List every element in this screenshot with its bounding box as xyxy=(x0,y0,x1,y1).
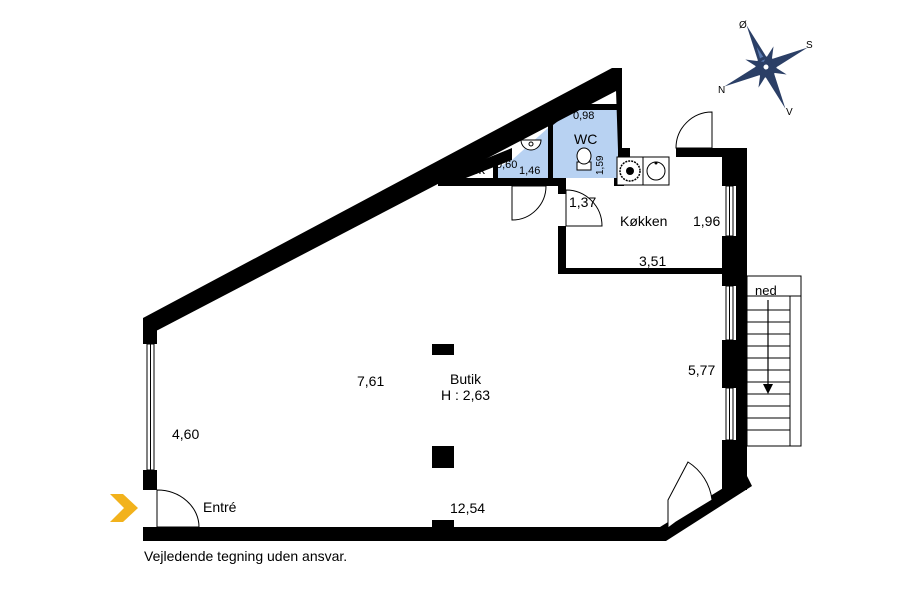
left-window xyxy=(146,343,155,471)
room-label-butik: Butik xyxy=(450,371,482,387)
compass-east-label: Ø xyxy=(739,20,747,31)
entry-arrow-icon xyxy=(110,494,138,522)
staircase xyxy=(746,275,802,447)
stairs-label-ned: ned xyxy=(755,283,777,298)
wc-sink-icon xyxy=(520,139,542,151)
dim-wc-small: 0,60 xyxy=(496,159,517,171)
room-height: H : 2,63 xyxy=(441,387,490,403)
dim-butik-depth: 7,61 xyxy=(357,373,384,389)
toilet-icon xyxy=(576,147,592,171)
stove-icon xyxy=(616,156,644,186)
room-label-wc: WC xyxy=(574,131,597,147)
dim-butik-bottom: 12,54 xyxy=(450,500,485,516)
dim-wc-top: 0,98 xyxy=(573,110,594,122)
compass-north-label: N xyxy=(718,85,725,96)
dim-butik-right: 5,77 xyxy=(688,362,715,378)
dim-kokken-left: 1,37 xyxy=(569,194,596,210)
disclaimer-text: Vejledende tegning uden ansvar. xyxy=(144,548,348,564)
sink-icon xyxy=(642,156,670,186)
dim-butik-left: 4,60 xyxy=(172,426,199,442)
room-label-entre: Entré xyxy=(203,499,237,515)
dim-wc-side: 1,59 xyxy=(595,155,606,175)
dim-kokken-bottom: 3,51 xyxy=(639,253,666,269)
compass-south-label: S xyxy=(806,40,813,51)
dim-kokken-right: 1,96 xyxy=(693,213,720,229)
right-windows xyxy=(725,185,734,441)
doors xyxy=(156,111,713,529)
compass-west-label: V xyxy=(786,107,793,118)
room-label-sk: sk xyxy=(472,162,486,177)
dim-wc-bottom: 1,46 xyxy=(519,165,540,177)
stair-arrow-icon xyxy=(763,384,773,394)
compass-rose-icon xyxy=(724,25,808,109)
room-label-kokken: Køkken xyxy=(620,213,667,229)
outer-walls xyxy=(143,68,752,541)
